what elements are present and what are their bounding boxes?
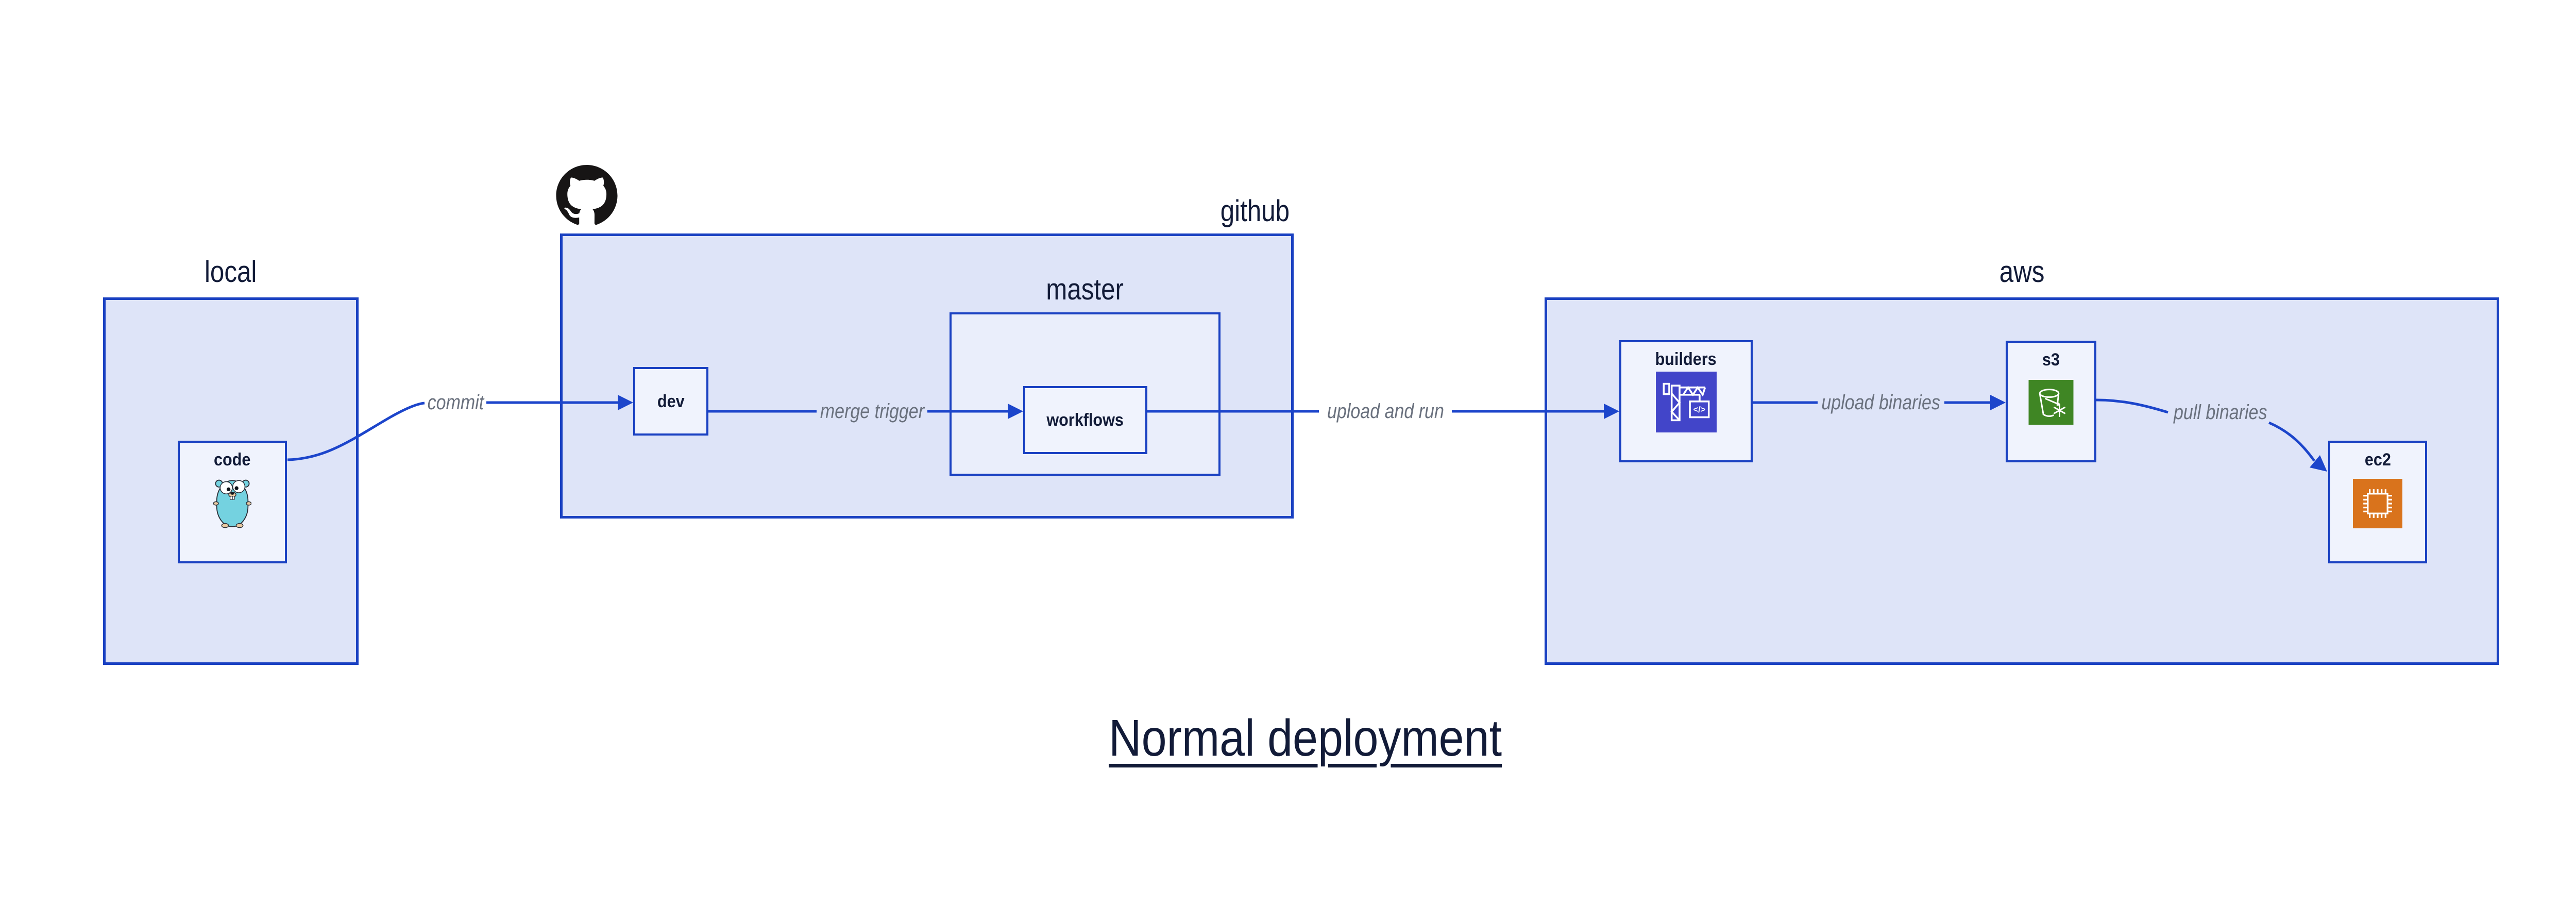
diagram-title-text: Normal deployment bbox=[1109, 709, 1502, 767]
ec2-node-label: ec2 bbox=[2364, 450, 2391, 470]
ec2-chip-icon bbox=[2353, 479, 2403, 528]
codebuild-code-glyph: </> bbox=[1693, 405, 1705, 414]
edge-label-pull-binaries: pull binaries bbox=[2174, 401, 2267, 424]
node-s3: s3 bbox=[2006, 341, 2096, 462]
edge-label-upload-and-run: upload and run bbox=[1327, 400, 1444, 423]
node-builders: builders </> bbox=[1619, 340, 1753, 462]
s3-glacier-bucket-icon bbox=[2028, 380, 2074, 425]
node-ec2: ec2 bbox=[2328, 441, 2427, 563]
aws-container-label: aws bbox=[1999, 255, 2045, 289]
edge-label-commit: commit bbox=[427, 391, 484, 414]
edge-label-upload-binaries: upload binaries bbox=[1821, 391, 1941, 414]
github-container-label: github bbox=[1220, 194, 1290, 228]
node-dev: dev bbox=[633, 367, 708, 436]
dev-node-label: dev bbox=[657, 391, 685, 411]
node-code: code bbox=[178, 441, 287, 563]
diagram-title: Normal deployment bbox=[1048, 709, 1563, 767]
s3-node-label: s3 bbox=[2042, 350, 2060, 370]
go-gopher-icon bbox=[213, 475, 252, 528]
github-octocat-icon bbox=[555, 165, 618, 226]
workflows-node-label: workflows bbox=[1046, 410, 1124, 430]
builders-node-label: builders bbox=[1655, 349, 1717, 369]
node-workflows: workflows bbox=[1023, 386, 1147, 454]
master-container-label: master bbox=[1046, 273, 1124, 306]
code-node-label: code bbox=[214, 450, 251, 470]
local-container-label: local bbox=[205, 255, 257, 289]
codebuild-crane-icon: </> bbox=[1655, 372, 1717, 432]
edge-label-merge-trigger: merge trigger bbox=[820, 400, 925, 423]
